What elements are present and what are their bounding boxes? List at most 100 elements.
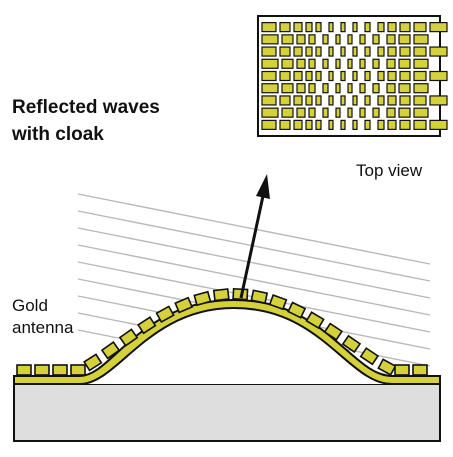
top-view-antenna bbox=[293, 70, 303, 82]
top-view-antenna-grid bbox=[261, 22, 448, 130]
top-view-antenna bbox=[429, 70, 448, 82]
top-view-antenna bbox=[413, 95, 427, 106]
top-view-antenna bbox=[386, 58, 396, 69]
reflected-label-line1: Reflected waves bbox=[12, 97, 160, 118]
top-view-antenna bbox=[347, 83, 353, 94]
top-view-antenna bbox=[261, 107, 279, 118]
top-view-antenna bbox=[261, 95, 277, 106]
antenna-block bbox=[268, 294, 288, 311]
top-view-label: Top view bbox=[356, 161, 423, 180]
top-view-antenna bbox=[328, 95, 334, 106]
top-view-antenna bbox=[293, 22, 303, 33]
top-view-antenna bbox=[347, 58, 353, 69]
top-view-antenna bbox=[364, 119, 371, 130]
top-view-antenna bbox=[364, 22, 371, 33]
top-view-antenna bbox=[315, 70, 322, 82]
top-view-antenna bbox=[281, 107, 294, 118]
top-view-antenna bbox=[279, 70, 291, 82]
top-view-antenna bbox=[281, 58, 294, 69]
antenna-block bbox=[341, 334, 362, 354]
top-view-antenna bbox=[293, 46, 303, 57]
antenna-block bbox=[174, 296, 194, 314]
top-view-antenna bbox=[340, 119, 346, 130]
top-view-antenna bbox=[413, 83, 429, 94]
top-view-antenna bbox=[359, 34, 366, 45]
top-view-antenna bbox=[364, 95, 371, 106]
top-view-antenna bbox=[315, 46, 322, 57]
top-view-antenna bbox=[372, 107, 380, 118]
antenna-block bbox=[118, 328, 139, 347]
top-view-antenna bbox=[413, 107, 429, 118]
top-view-antenna bbox=[387, 22, 397, 33]
top-view-antenna bbox=[387, 119, 397, 130]
top-view-antenna bbox=[328, 119, 334, 130]
antenna-block bbox=[193, 290, 212, 307]
top-view-antenna bbox=[413, 22, 427, 33]
wave-line bbox=[77, 193, 431, 265]
top-view-antenna bbox=[399, 70, 411, 82]
top-view-antenna bbox=[352, 119, 358, 130]
gold-antenna-label-line1: Gold bbox=[12, 296, 48, 315]
top-view-antenna bbox=[308, 107, 316, 118]
top-view-antenna bbox=[364, 46, 371, 57]
top-view-antenna bbox=[261, 83, 279, 94]
top-view-antenna bbox=[281, 34, 294, 45]
top-view-antenna bbox=[261, 34, 279, 45]
antenna-block bbox=[100, 341, 121, 360]
top-view-antenna bbox=[387, 95, 397, 106]
top-view-antenna bbox=[352, 95, 358, 106]
top-view-antenna bbox=[279, 119, 291, 130]
antenna-block bbox=[52, 364, 68, 376]
top-view-antenna bbox=[398, 34, 411, 45]
top-view-antenna bbox=[413, 119, 427, 130]
top-view-antenna bbox=[261, 119, 277, 130]
wave-line bbox=[77, 227, 431, 299]
top-view-antenna bbox=[340, 46, 346, 57]
antenna-block bbox=[359, 347, 380, 366]
antenna-block bbox=[34, 364, 50, 376]
top-view-antenna bbox=[293, 95, 303, 106]
top-view-antenna bbox=[328, 46, 334, 57]
surface-antenna-blocks bbox=[16, 287, 428, 376]
top-view-antenna bbox=[429, 22, 448, 33]
top-view-antenna bbox=[305, 70, 313, 82]
top-view-antenna bbox=[322, 58, 329, 69]
top-view-antenna bbox=[305, 22, 313, 33]
top-view-antenna bbox=[293, 119, 303, 130]
antenna-block bbox=[394, 364, 410, 376]
top-view-antenna bbox=[296, 83, 306, 94]
top-view-antenna bbox=[359, 107, 366, 118]
top-view-antenna bbox=[315, 22, 322, 33]
top-view-inset bbox=[257, 15, 448, 137]
top-view-antenna bbox=[296, 58, 306, 69]
top-view-antenna bbox=[413, 34, 429, 45]
top-view-antenna bbox=[364, 70, 371, 82]
top-view-antenna bbox=[352, 22, 358, 33]
top-view-antenna bbox=[347, 107, 353, 118]
top-view-antenna bbox=[377, 46, 385, 57]
top-view-antenna bbox=[305, 95, 313, 106]
top-view-antenna bbox=[377, 22, 385, 33]
top-view-antenna bbox=[398, 58, 411, 69]
top-view-antenna bbox=[399, 46, 411, 57]
top-view-antenna bbox=[347, 34, 353, 45]
top-view-antenna bbox=[322, 34, 329, 45]
top-view-antenna bbox=[352, 46, 358, 57]
top-view-antenna bbox=[315, 119, 322, 130]
wave-line bbox=[77, 244, 431, 316]
top-view-antenna bbox=[399, 95, 411, 106]
antenna-block bbox=[305, 311, 325, 330]
top-view-antenna bbox=[372, 34, 380, 45]
top-view-antenna bbox=[335, 107, 341, 118]
top-view-antenna bbox=[335, 83, 341, 94]
top-view-antenna bbox=[359, 58, 366, 69]
top-view-antenna bbox=[429, 46, 448, 57]
top-view-antenna bbox=[328, 22, 334, 33]
top-view-antenna bbox=[261, 46, 277, 57]
top-view-antenna bbox=[340, 22, 346, 33]
antenna-block bbox=[287, 301, 307, 319]
top-view-antenna bbox=[429, 119, 448, 130]
top-view-antenna bbox=[386, 83, 396, 94]
top-view-antenna bbox=[308, 34, 316, 45]
